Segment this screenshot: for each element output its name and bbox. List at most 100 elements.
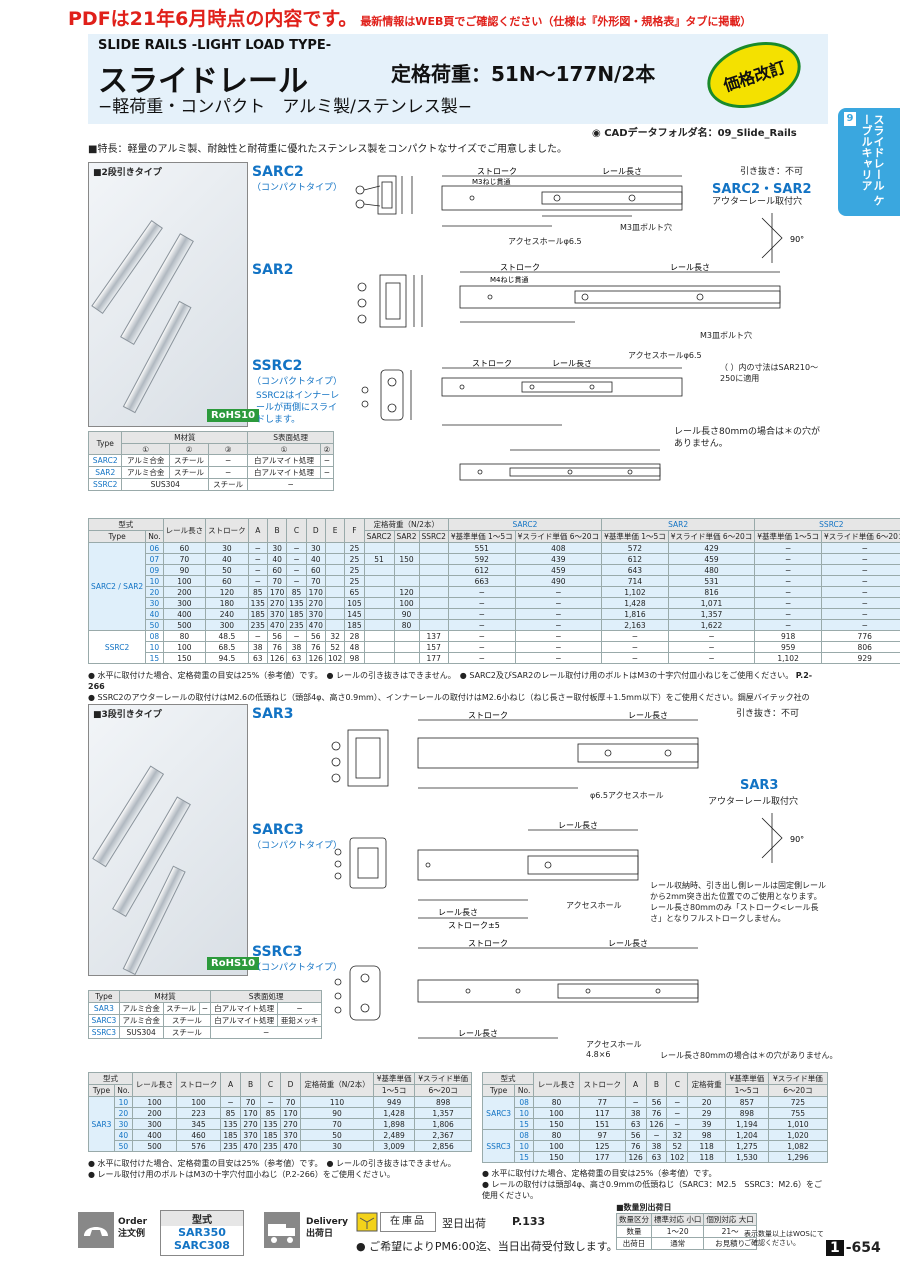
cell: −: [820, 608, 900, 620]
cell: 200: [162, 586, 207, 598]
th: C: [666, 1072, 689, 1097]
english-title: SLIDE RAILS -LIGHT LOAD TYPE-: [98, 38, 332, 53]
note: レールの引き抜きはできません。: [336, 671, 452, 680]
cell: −: [514, 597, 603, 609]
no-cell: 20: [113, 1107, 133, 1119]
th: D: [280, 1072, 302, 1097]
next-day-shipping: 翌日出荷: [442, 1217, 486, 1230]
notes-3a: ● 水平に取付けた場合、定格荷重の目安は25%（参考値）です。 ● レールの引き…: [88, 1158, 472, 1180]
cell: SARC2: [87, 454, 123, 467]
feature-line: ■特長：軽量のアルミ製、耐蝕性と耐荷重に優れたステンレス製をコンパクトなサイズで…: [88, 144, 568, 155]
cell: −: [198, 1002, 212, 1015]
th: ¥スライド単価 6〜20コ: [820, 530, 900, 543]
page-subtitle: −軽荷重・コンパクト アルミ製/ステンレス製−: [98, 97, 473, 117]
cell: スチール: [162, 1026, 212, 1039]
cell: [418, 608, 449, 620]
cell: 576: [175, 1140, 222, 1152]
access-hole-48: アクセスホール 4.8×6: [586, 1040, 642, 1059]
cell: [324, 608, 346, 620]
cell: 100: [175, 1096, 222, 1108]
cell: 56: [645, 1096, 668, 1108]
cell: 数量: [616, 1225, 652, 1238]
stock-label: 在庫品: [380, 1212, 436, 1232]
cell: アルミ合金: [118, 1014, 164, 1027]
type-cell: SARC3: [481, 1096, 516, 1130]
cell: SSRC2: [87, 478, 123, 491]
page-ref[interactable]: P.2-266: [88, 671, 813, 691]
cell: [324, 597, 346, 609]
dim-stroke: ストローク: [477, 167, 517, 176]
cell: 1,275: [724, 1140, 769, 1152]
cell: 439: [514, 553, 603, 565]
cell: 500: [131, 1140, 177, 1152]
cell: 500: [162, 619, 207, 631]
no-cell: 07: [145, 553, 164, 565]
cell: 52: [666, 1140, 689, 1152]
cell: 1,816: [601, 608, 669, 620]
cell: 235: [286, 619, 307, 631]
cell: 1,102: [754, 652, 822, 664]
cell: SUS304: [118, 1026, 164, 1039]
cell: −: [666, 1096, 689, 1108]
web-notice-banner: PDFは21年6月時点の内容です。 最新情報はWEB頁でご確認ください（仕様は『…: [68, 4, 828, 34]
th: ①: [121, 443, 170, 455]
cell: 85: [247, 586, 268, 598]
cell: 25: [344, 575, 365, 587]
dim-rail: レール長さ: [670, 263, 710, 272]
cell: 118: [687, 1151, 726, 1163]
cell: −: [447, 652, 516, 664]
rohs-badge: RoHS10: [207, 409, 260, 422]
cell: −: [754, 619, 822, 631]
cell: 151: [578, 1118, 626, 1130]
no-cell: 30: [113, 1118, 133, 1130]
cell: −: [247, 553, 268, 565]
cell: −: [514, 586, 603, 598]
label-ssrc3-sub: （コンパクトタイプ）: [252, 963, 343, 973]
th: A: [624, 1072, 647, 1097]
cell: スチール: [168, 466, 210, 479]
cell: SSRC3: [88, 1026, 120, 1039]
dim-rail: レール長さ: [608, 939, 648, 948]
cell: 32: [666, 1129, 689, 1141]
cell: −: [247, 478, 334, 491]
cell: 300: [162, 597, 207, 609]
th: レール長さ: [131, 1072, 177, 1097]
cell: 370: [240, 1129, 262, 1141]
sarc3-note-a: レール収納時、引き出し側レールは固定側レールから2mm突き出た位置でのご使用とな…: [650, 881, 826, 901]
cell: −: [286, 553, 307, 565]
sarc3-section-drawing: [334, 837, 387, 889]
no-cell: 20: [145, 586, 164, 598]
cell: 50: [300, 1129, 374, 1141]
th: ③: [208, 443, 249, 455]
cell: −: [820, 564, 900, 576]
cell: 370: [280, 1129, 302, 1141]
cell: 50: [205, 564, 249, 576]
access-hole-label: アクセスホールφ6.5: [628, 351, 702, 360]
cell: 126: [624, 1151, 647, 1163]
cell: 28: [344, 630, 365, 642]
th: 型式: [88, 518, 164, 531]
cell: 1,194: [724, 1118, 769, 1130]
th: 定格荷重（N/2本）: [363, 518, 449, 531]
cell: 51: [363, 553, 395, 565]
cell: 120: [205, 586, 249, 598]
cell: 240: [205, 608, 249, 620]
cell: 1,357: [414, 1107, 472, 1119]
no-cell: 08: [514, 1129, 535, 1141]
photo-2stage: ■2段引きタイプ RoHS10: [88, 162, 260, 427]
cell: 102: [666, 1151, 689, 1163]
label-ssrc3: SSRC3: [252, 944, 303, 960]
cell: −: [247, 630, 268, 642]
cell: −: [447, 608, 516, 620]
page-ref-133[interactable]: P.133: [512, 1215, 546, 1228]
cad-folder: ◉ CADデータフォルダ名：09_Slide_Rails: [592, 128, 797, 139]
cell: 1,010: [767, 1118, 829, 1130]
sar3-side-drawing: ストロークレール長さ: [417, 711, 699, 789]
